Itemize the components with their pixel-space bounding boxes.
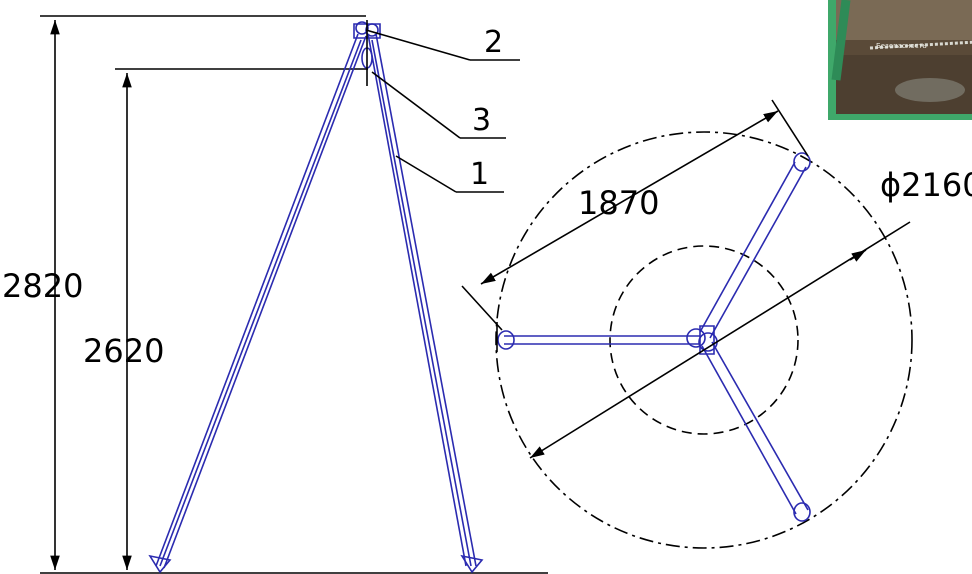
dimension-label-diameter: ϕ2160: [880, 166, 972, 204]
dimension-leg-span: 1870: [461, 99, 809, 331]
dimension-label-2820: 2820: [2, 267, 83, 305]
top-view-leg-left: [496, 322, 700, 352]
callout-1-label: 1: [470, 157, 489, 192]
callout-2-label: 2: [484, 25, 503, 60]
photo-inset: Безопасность: [828, 0, 972, 120]
callout-2: 2: [365, 25, 520, 61]
callout-3-label: 3: [472, 103, 491, 138]
dimension-circle-diameter: ϕ2160: [529, 166, 972, 459]
top-view-head: [686, 325, 718, 355]
dimension-label-2620: 2620: [83, 332, 164, 370]
callout-1: 1: [395, 155, 504, 193]
tripod-left-leg: [148, 33, 367, 574]
dimension-label-1870: 1870: [578, 184, 659, 222]
tripod-right-leg: [367, 33, 484, 574]
top-view-leg-lower-right: [701, 341, 811, 522]
top-view-leg-upper-right: [699, 152, 811, 339]
dimension-working-height: [115, 68, 368, 570]
photo-inset-label: Безопасность: [876, 42, 927, 50]
dimension-total-height: [40, 15, 366, 570]
callout-3: 3: [371, 71, 506, 139]
inner-circle: [609, 245, 799, 435]
